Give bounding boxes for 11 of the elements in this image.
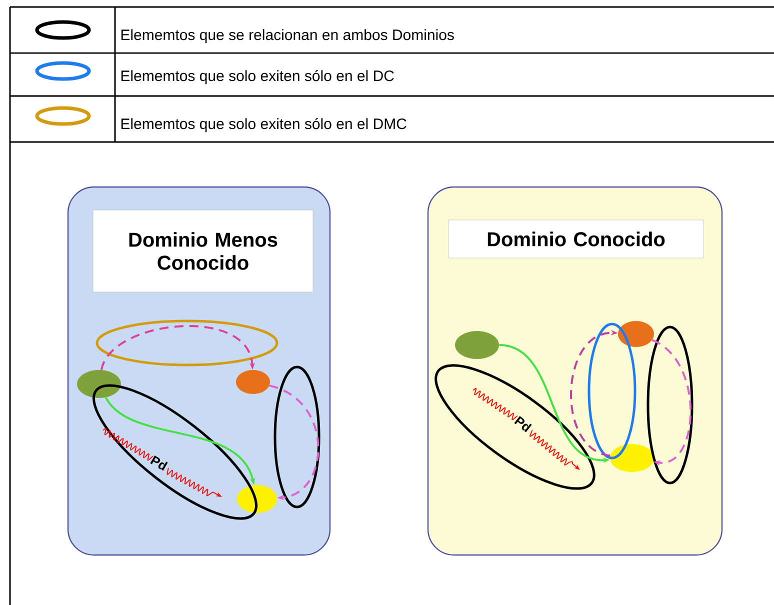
legend-text: Elememtos que solo exiten sólo en el DMC xyxy=(121,118,406,132)
wave-label: Pd xyxy=(150,456,168,471)
wave-label: Pd xyxy=(514,416,532,432)
element-dot xyxy=(236,370,270,394)
element-dot xyxy=(610,444,654,472)
element-dot xyxy=(618,321,654,347)
legend-text: Elememtos que se relacionan en ambos Dominios xyxy=(121,29,454,44)
element-dot xyxy=(77,370,121,398)
element-dot xyxy=(455,331,499,359)
legend-text: Elememtos que solo exiten sólo en el DC xyxy=(121,70,394,84)
element-dot xyxy=(237,485,277,513)
